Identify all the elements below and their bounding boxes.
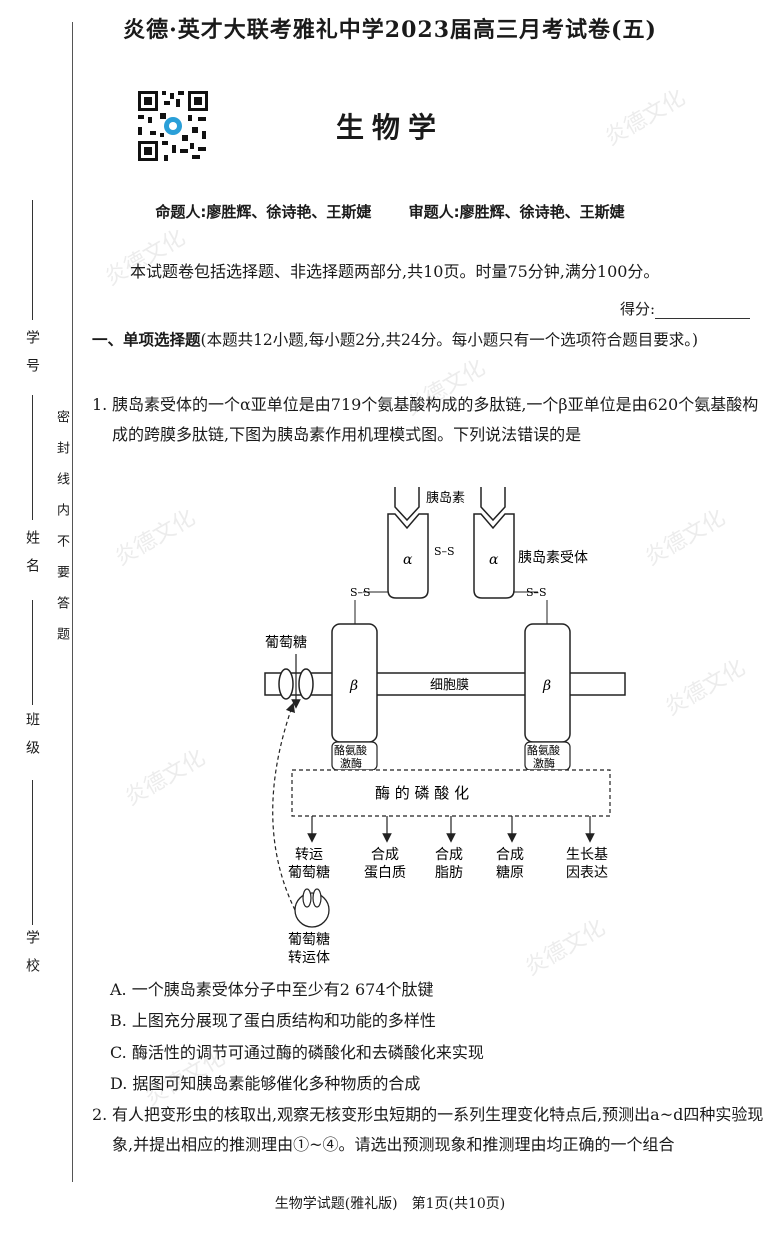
question-2: 2. 有人把变形虫的核取出,观察无核变形虫短期的一系列生理变化特点后,预测出a~…: [92, 1100, 772, 1160]
exam-title: 炎德·英才大联考雅礼中学2023届高三月考试卷(五): [123, 17, 657, 43]
glucose-label: 葡萄糖: [265, 635, 307, 651]
output-protein-l1: 合成: [371, 847, 399, 863]
question-number: 1.: [92, 395, 108, 414]
section-title: 一、单项选择题: [92, 331, 201, 349]
question-number: 2.: [92, 1105, 108, 1124]
insulin-label: 胰岛素: [426, 490, 465, 506]
binding-margin: 密封线内不要答题 学号 姓名 班级 学校: [0, 0, 74, 1190]
kinase-right-line1: 酪氨酸: [527, 743, 560, 757]
kinase-left-line1: 酪氨酸: [334, 743, 367, 757]
insulin-mechanism-diagram: 胰岛素 α α S–S 胰岛素受体 S–S S–S 细胞膜 葡萄糖 β β 酪氨…: [250, 482, 640, 967]
beta-label-right: β: [542, 678, 551, 694]
question-1: 1. 胰岛素受体的一个α亚单位是由719个氨基酸构成的多肽链,一个β亚单位是由6…: [92, 390, 772, 450]
alpha-label-left: α: [403, 552, 413, 568]
reviewer-label: 审题人:: [408, 203, 460, 221]
output-fat-l2: 脂肪: [435, 865, 463, 881]
score-label: 得分:: [620, 300, 656, 318]
field-class-blank[interactable]: [32, 600, 33, 705]
output-transport-l2: 葡萄糖: [288, 865, 330, 881]
field-class-label: 班级: [24, 712, 40, 768]
seal-text: 密封线内不要答题: [54, 410, 69, 658]
watermark: 炎德文化: [640, 505, 730, 571]
transporter-l1: 葡萄糖: [288, 932, 330, 948]
field-name-label: 姓名: [24, 530, 40, 586]
phosphorylation-label: 酶 的 磷 酸 化: [375, 784, 469, 802]
score-blank[interactable]: [655, 304, 751, 319]
field-id-label: 学号: [24, 330, 40, 386]
kinase-left-line2: 激酶: [340, 756, 362, 770]
alpha-label-right: α: [489, 552, 499, 568]
option-d[interactable]: D. 据图可知胰岛素能够催化多种物质的合成: [110, 1074, 421, 1093]
output-transport-l1: 转运: [295, 847, 323, 863]
ss-bond-left: S–S: [350, 586, 371, 599]
output-glycogen-l2: 糖原: [496, 865, 524, 881]
field-school-blank[interactable]: [32, 780, 33, 925]
section-heading: 一、单项选择题(本题共12小题,每小题2分,共24分。每小题只有一个选项符合题目…: [92, 327, 767, 354]
output-fat-l1: 合成: [435, 847, 463, 863]
kinase-right-line2: 激酶: [533, 756, 555, 770]
question-stem: 胰岛素受体的一个α亚单位是由719个氨基酸构成的多肽链,一个β亚单位是由620个…: [112, 395, 759, 444]
subject-title: 生物学: [335, 111, 444, 144]
reviewer-names: 廖胜辉、徐诗艳、王斯婕: [459, 203, 625, 221]
watermark: 炎德文化: [660, 655, 750, 721]
qr-code-icon[interactable]: [136, 89, 210, 163]
setter-label: 命题人:: [155, 203, 207, 221]
beta-label-left: β: [349, 678, 358, 694]
authors-line: 命题人:廖胜辉、徐诗艳、王斯婕 审题人:廖胜辉、徐诗艳、王斯婕: [0, 201, 780, 222]
binding-line: [72, 22, 73, 1182]
exam-intro: 本试题卷包括选择题、非选择题两部分,共10页。时量75分钟,满分100分。: [130, 262, 660, 281]
output-protein-l2: 蛋白质: [364, 865, 406, 881]
option-b[interactable]: B. 上图充分展现了蛋白质结构和功能的多样性: [110, 1011, 436, 1030]
question-stem: 有人把变形虫的核取出,观察无核变形虫短期的一系列生理变化特点后,预测出a~d四种…: [112, 1105, 764, 1154]
field-id-blank[interactable]: [32, 200, 33, 320]
receptor-label: 胰岛素受体: [518, 550, 588, 566]
ss-bond-middle: S–S: [434, 545, 455, 558]
output-glycogen-l1: 合成: [496, 847, 524, 863]
field-name-blank[interactable]: [32, 395, 33, 520]
output-gene-l2: 因表达: [566, 865, 608, 881]
watermark: 炎德文化: [120, 745, 210, 811]
membrane-label: 细胞膜: [430, 678, 469, 693]
setter-names: 廖胜辉、徐诗艳、王斯婕: [206, 203, 372, 221]
section-instruction: (本题共12小题,每小题2分,共24分。每小题只有一个选项符合题目要求。): [200, 331, 699, 349]
page-footer: 生物学试题(雅礼版) 第1页(共10页): [274, 1196, 506, 1212]
transporter-l2: 转运体: [288, 950, 330, 966]
option-a[interactable]: A. 一个胰岛素受体分子中至少有2 674个肽键: [110, 980, 434, 999]
option-c[interactable]: C. 酶活性的调节可通过酶的磷酸化和去磷酸化来实现: [110, 1043, 484, 1062]
ss-bond-right: S–S: [526, 586, 547, 599]
score-field[interactable]: 得分:: [620, 298, 751, 319]
output-gene-l1: 生长基: [566, 846, 608, 863]
watermark: 炎德文化: [110, 505, 200, 571]
field-school-label: 学校: [24, 930, 40, 986]
